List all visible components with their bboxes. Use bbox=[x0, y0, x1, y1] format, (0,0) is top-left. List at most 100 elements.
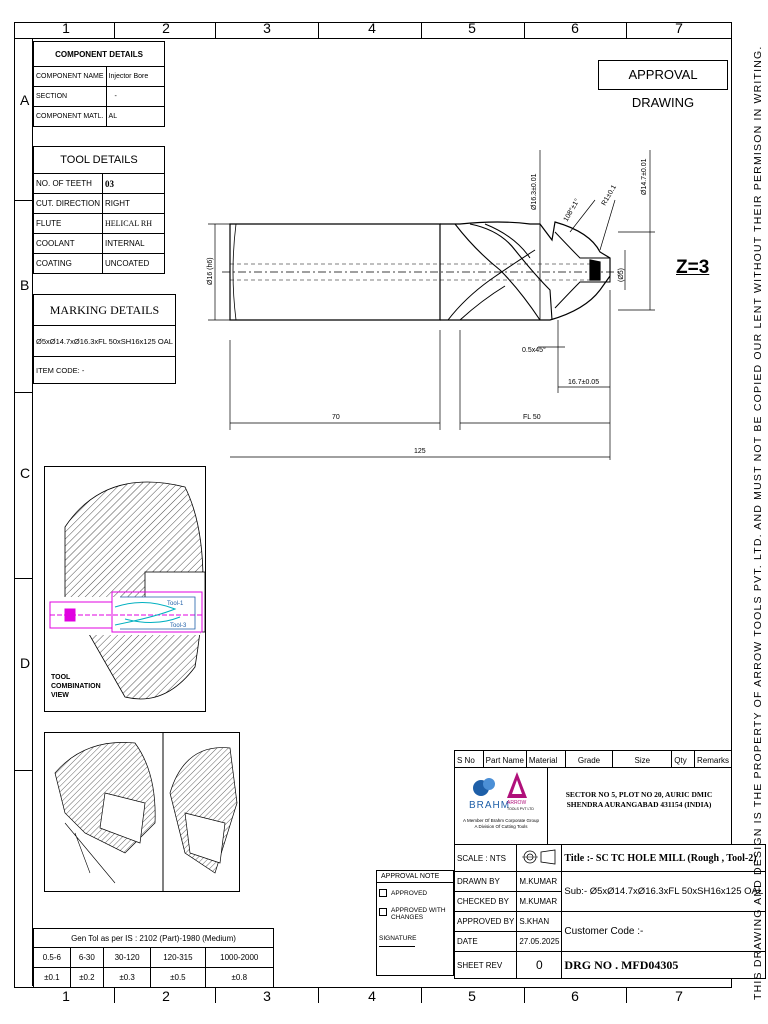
date-label: DATE bbox=[453, 931, 518, 952]
parts-col-size: Size bbox=[612, 750, 673, 771]
arrow-sub-text: TOOLS PVT LTD bbox=[507, 807, 534, 811]
dim-flute-len: FL 50 bbox=[523, 414, 541, 421]
zone-row-a: A bbox=[20, 92, 30, 108]
drg-no: DRG NO . MFD04305 bbox=[561, 951, 767, 979]
logo-area: BRAHM ARROW TOOLS PVT LTD A Member Of Br… bbox=[455, 768, 548, 844]
flute-value: HELICAL RH bbox=[102, 213, 165, 234]
item-code: ITEM CODE: - bbox=[33, 356, 176, 384]
dim-radius: R1±0.1 bbox=[601, 184, 618, 207]
drawn-by-label: DRAWN BY bbox=[453, 871, 518, 892]
sheet-rev-label: SHEET REV bbox=[453, 951, 518, 979]
logo-subtitle: A Member Of Brahm Corporate Group A Divi… bbox=[462, 818, 540, 829]
flute-5 bbox=[459, 285, 506, 321]
dim-tip-dia: Ø14.7±0.01 bbox=[641, 158, 648, 195]
zone-col-3: 3 bbox=[263, 20, 271, 36]
component-details-title: COMPONENT DETAILS bbox=[33, 41, 165, 67]
zone-col-1: 1 bbox=[62, 988, 70, 1004]
teeth-value: 03 bbox=[102, 173, 165, 194]
teeth-label: NO. OF TEETH bbox=[33, 173, 103, 194]
tol-range-5: 1000-2000 bbox=[204, 947, 275, 968]
tool-combination-label: TOOL COMBINATION VIEW bbox=[51, 674, 101, 699]
zone-row-d: D bbox=[20, 655, 31, 671]
section-value: - bbox=[105, 86, 166, 107]
signature-line[interactable]: SIGNATURE bbox=[379, 935, 451, 949]
tol-value-4: ±0.5 bbox=[150, 967, 206, 988]
parts-header-table: S No Part Name Material Grade Size Qty R… bbox=[454, 750, 733, 771]
dim-chamfer: 0.5x45° bbox=[522, 346, 546, 354]
approval-note-title: APPROVAL NOTE bbox=[377, 871, 453, 883]
coating-label: COATING bbox=[33, 253, 103, 274]
marking-details-table: MARKING DETAILS Ø5xØ14.7xØ16.3xFL 50xSH1… bbox=[33, 294, 176, 384]
brahm-text: BRAHM bbox=[469, 800, 510, 811]
dim-pilot-dia: (Ø5) bbox=[618, 268, 625, 282]
tool-details-title: TOOL DETAILS bbox=[33, 146, 165, 174]
tol-range-3: 30-120 bbox=[102, 947, 152, 968]
zone-col-4: 4 bbox=[368, 20, 376, 36]
component-matl-value: AL bbox=[105, 106, 166, 127]
tol-value-5: ±0.8 bbox=[204, 967, 275, 988]
customer-code: Customer Code :- bbox=[561, 911, 767, 952]
zone-col-1: 1 bbox=[62, 20, 70, 36]
zone-columns-bottom: 1 2 3 4 5 6 7 bbox=[14, 988, 732, 1004]
sheet-rev-value: 0 bbox=[516, 951, 563, 979]
approved-by-value: S.KHAN bbox=[516, 911, 563, 932]
drawing-title: Title :- SC TC HOLE MILL (Rough , Tool-2… bbox=[561, 844, 767, 872]
arrow-text: ARROW bbox=[507, 800, 526, 806]
body-outline bbox=[440, 221, 611, 321]
tol-range-4: 120-315 bbox=[150, 947, 206, 968]
company-block: BRAHM ARROW TOOLS PVT LTD A Member Of Br… bbox=[454, 767, 732, 845]
tol-range-2: 6-30 bbox=[69, 947, 104, 968]
zone-col-5: 5 bbox=[468, 988, 476, 1004]
title-block: SCALE : NTS Title :- SC TC HOLE MILL (Ro… bbox=[453, 844, 767, 979]
zone-columns-top: 1 2 3 4 5 6 7 bbox=[14, 20, 732, 36]
zone-row-b: B bbox=[20, 277, 30, 293]
flute-1 bbox=[454, 223, 541, 321]
tol-value-1: ±0.1 bbox=[33, 967, 71, 988]
dim-shank-len: 70 bbox=[332, 414, 340, 421]
coolant-hole bbox=[589, 259, 601, 281]
checked-by-value: M.KUMAR bbox=[516, 891, 563, 912]
approved-changes-checkbox[interactable] bbox=[379, 908, 387, 916]
zone-col-5: 5 bbox=[468, 20, 476, 36]
tol-value-2: ±0.2 bbox=[69, 967, 104, 988]
coating-value: UNCOATED bbox=[102, 253, 165, 274]
tool1-label: Tool-1 bbox=[167, 601, 184, 607]
company-address: SECTOR NO 5, PLOT NO 20, AURIC DMIC SHEN… bbox=[565, 790, 713, 809]
projection-symbol bbox=[516, 844, 563, 872]
approved-option[interactable]: APPROVED bbox=[379, 889, 451, 897]
dim-overall-len: 125 bbox=[414, 448, 426, 455]
zone-col-6: 6 bbox=[571, 988, 579, 1004]
cut-direction-label: CUT. DIRECTION bbox=[33, 193, 103, 214]
zone-col-6: 6 bbox=[571, 20, 579, 36]
tool-drawing: Ø16 (h6) Ø16.3±0.01 Ø14.7±0.01 108°±1° R… bbox=[207, 150, 655, 460]
date-value: 27.05.2025 bbox=[516, 931, 563, 952]
zone-row-c: C bbox=[20, 465, 31, 481]
tol-range-1: 0.5-6 bbox=[33, 947, 71, 968]
drawn-by-value: M.KUMAR bbox=[516, 871, 563, 892]
component-matl-label: COMPONENT MATL. bbox=[33, 106, 107, 127]
approved-checkbox[interactable] bbox=[379, 889, 387, 897]
tool3-label: Tool-3 bbox=[170, 623, 187, 629]
hatched-section bbox=[64, 481, 204, 700]
zone-col-2: 2 bbox=[162, 20, 170, 36]
z-teeth-label: Z=3 bbox=[676, 257, 710, 278]
cut-direction-value: RIGHT bbox=[102, 193, 165, 214]
zone-col-2: 2 bbox=[162, 988, 170, 1004]
zone-col-3: 3 bbox=[263, 988, 271, 1004]
flute-4 bbox=[447, 249, 536, 321]
zone-col-7: 7 bbox=[675, 988, 683, 1004]
dim-step-dia: Ø16.3±0.01 bbox=[531, 173, 538, 210]
section-label: SECTION bbox=[33, 86, 107, 107]
zone-col-7: 7 bbox=[675, 20, 683, 36]
flute-label: FLUTE bbox=[33, 213, 103, 234]
brahm-logo: BRAHM ARROW TOOLS PVT LTD bbox=[469, 772, 534, 811]
approval-drawing-label: APPROVAL DRAWING bbox=[598, 60, 728, 110]
approved-by-label: APPROVED BY bbox=[453, 911, 518, 932]
component-name-label: COMPONENT NAME bbox=[33, 66, 107, 87]
tolerance-table: Gen Tol as per IS : 2102 (Part)-1980 (Me… bbox=[33, 928, 275, 988]
zone-col-4: 4 bbox=[368, 988, 376, 1004]
drawing-sub: Sub:- Ø5xØ14.7xØ16.3xFL 50xSH16x125 OAL bbox=[561, 871, 767, 912]
tool-outline-2 bbox=[111, 591, 203, 633]
